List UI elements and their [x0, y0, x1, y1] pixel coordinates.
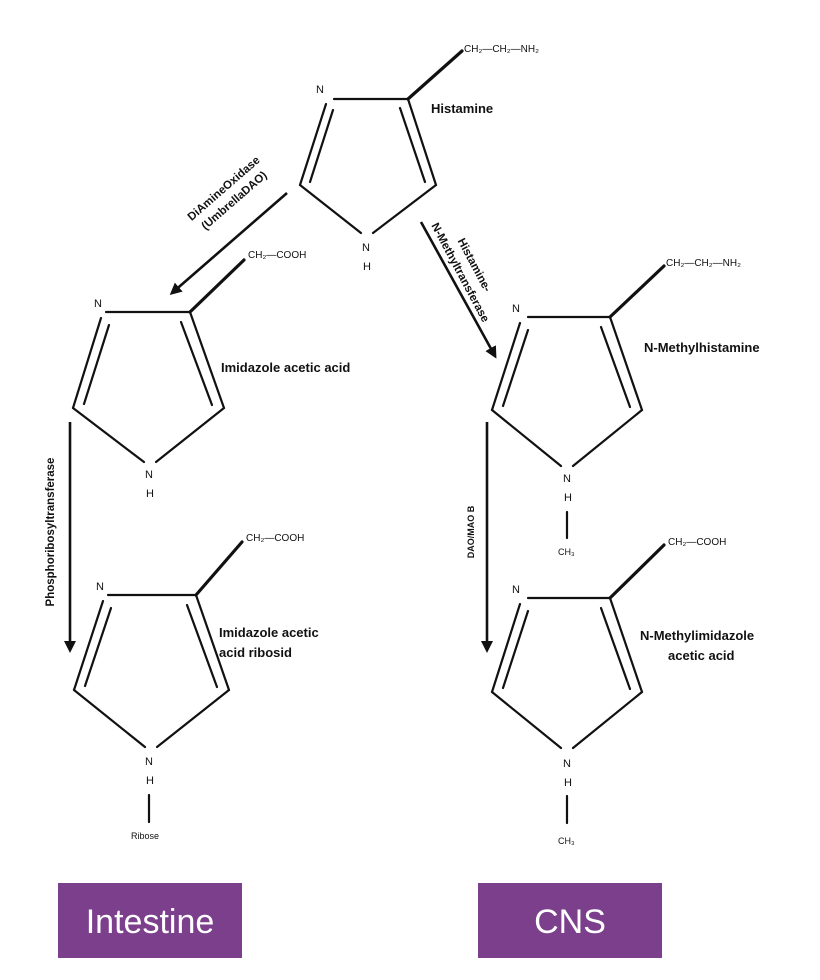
nmiaa-nh-h: H: [564, 777, 572, 789]
nmiaa-ring: [490, 543, 666, 825]
cns-label: CNS: [534, 903, 606, 941]
cns-box-bg: [478, 883, 662, 958]
histamine-molecule: N N H CH₂—CH₂—NH₂ Histamine: [298, 44, 539, 273]
iaar-label-line2: acid ribosid: [219, 645, 292, 660]
histamine-nh-h: H: [363, 261, 371, 273]
histamine-label: Histamine: [431, 101, 493, 116]
nmh-nh-h: H: [564, 492, 572, 504]
nmh-ring-n: N: [512, 303, 520, 315]
nmiaa-methyl: CH₃: [558, 836, 575, 846]
histamine-side-chain: CH₂—CH₂—NH₂: [464, 44, 539, 55]
nmh-methyl: CH₃: [558, 547, 575, 557]
iaa-ribosid-ring: [72, 540, 244, 824]
nmh-nh-n: N: [563, 473, 571, 485]
prt-label: Phosphoribosyltransferase: [45, 458, 57, 607]
imidazole-acetic-acid-ribosid-molecule: N N H CH₂—COOH Ribose Imidazole acetic a…: [72, 533, 319, 841]
iaar-nh-h: H: [146, 775, 154, 787]
iaar-ribose: Ribose: [131, 831, 159, 841]
iaa-ring-n: N: [94, 298, 102, 310]
iaar-nh-n: N: [145, 756, 153, 768]
n-methylimidazole-acetic-acid-molecule: N N H CH₂—COOH CH₃ N-Methylimidazole ace…: [490, 537, 754, 846]
iaar-ring-n: N: [96, 581, 104, 593]
iaa-label: Imidazole acetic acid: [221, 360, 350, 375]
iaar-label-line1: Imidazole acetic: [219, 625, 319, 640]
n-methylhistamine-molecule: N N H CH₂—CH₂—NH₂ CH₃ N-Methylhistamine: [490, 258, 760, 557]
intestine-box: Intestine: [58, 883, 242, 958]
dao-arrow: [169, 192, 288, 295]
iaa-nh-h: H: [146, 488, 154, 500]
histamine-ring: [298, 49, 464, 235]
nmiaa-side-chain: CH₂—COOH: [668, 537, 726, 548]
histamine-nh-n: N: [362, 242, 370, 254]
iaa-side-chain: CH₂—COOH: [248, 250, 306, 261]
iaa-nh-n: N: [145, 469, 153, 481]
imidazole-acetic-acid-ring: [71, 258, 246, 464]
dao-maob-label: DAO/MAO B: [466, 505, 476, 558]
nmh-side-chain: CH₂—CH₂—NH₂: [666, 258, 741, 269]
intestine-box-bg: [58, 883, 242, 958]
nmiaa-label-line2: acetic acid: [668, 648, 735, 663]
nmh-label: N-Methylhistamine: [644, 340, 760, 355]
nmiaa-ring-n: N: [512, 584, 520, 596]
intestine-label: Intestine: [86, 903, 215, 941]
nmiaa-nh-n: N: [563, 758, 571, 770]
histamine-ring-n: N: [316, 84, 324, 96]
hnmt-arrow: [419, 221, 497, 359]
nmiaa-label-line1: N-Methylimidazole: [640, 628, 754, 643]
nmh-ring: [490, 264, 666, 540]
iaar-side-chain: CH₂—COOH: [246, 533, 304, 544]
cns-box: CNS: [478, 883, 662, 958]
imidazole-acetic-acid-molecule: N N H CH₂—COOH Imidazole acetic acid: [71, 250, 350, 500]
